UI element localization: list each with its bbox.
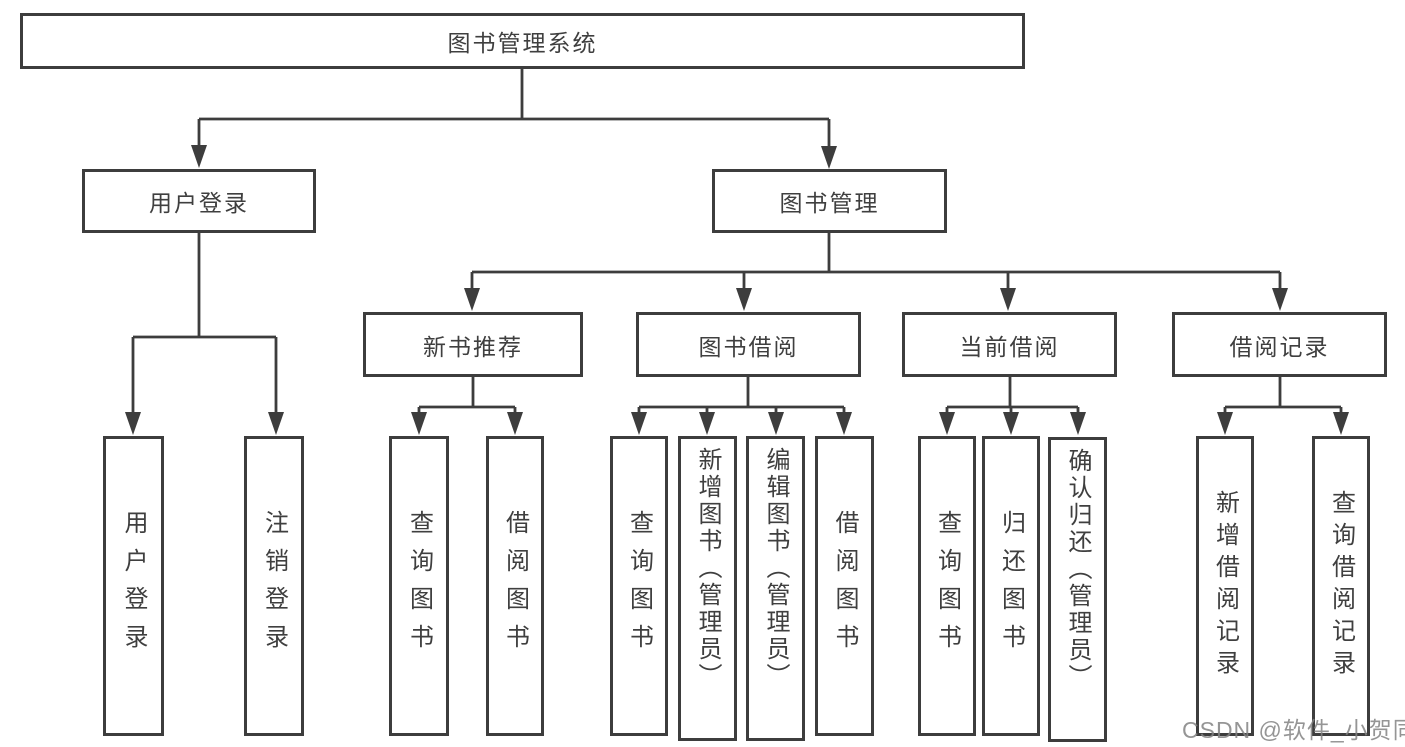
leaf-add-borrow-record: 新增借阅记录: [1196, 436, 1254, 736]
leaf-edit-book-admin-label: 编辑图书（管理员）: [762, 447, 789, 690]
leaf-return-book-label: 归还图书: [997, 510, 1025, 662]
node-current-borrow-label: 当前借阅: [959, 333, 1060, 360]
leaf-edit-book-admin: 编辑图书（管理员）: [746, 436, 805, 741]
node-current-borrow: 当前借阅: [902, 312, 1117, 377]
leaf-query-book-2: 查询图书: [610, 436, 668, 736]
leaf-borrow-book-2: 借阅图书: [815, 436, 874, 736]
arrowheads: [125, 145, 1349, 435]
node-new-book-recommend-label: 新书推荐: [423, 333, 523, 360]
node-user-login-label: 用户登录: [149, 190, 249, 216]
leaf-return-book: 归还图书: [982, 436, 1040, 736]
leaf-borrow-book-2-label: 借阅图书: [831, 510, 858, 662]
leaf-add-book-admin: 新增图书（管理员）: [678, 436, 737, 741]
leaf-user-login-label: 用户登录: [120, 510, 147, 662]
node-user-login: 用户登录: [82, 169, 316, 233]
node-root: 图书管理系统: [20, 13, 1025, 69]
leaf-logout: 注销登录: [244, 436, 304, 736]
node-book-management: 图书管理: [712, 169, 947, 233]
leaf-borrow-book-1: 借阅图书: [486, 436, 544, 736]
leaf-query-borrow-record-label: 查询借阅记录: [1327, 490, 1355, 682]
node-borrow-record-label: 借阅记录: [1229, 333, 1330, 360]
node-book-borrow: 图书借阅: [636, 312, 861, 377]
leaf-query-book-1-label: 查询图书: [405, 510, 433, 662]
leaf-confirm-return-admin: 确认归还（管理员）: [1048, 437, 1107, 742]
leaf-add-book-admin-label: 新增图书（管理员）: [694, 447, 721, 690]
leaf-query-borrow-record: 查询借阅记录: [1312, 436, 1370, 736]
node-root-label: 图书管理系统: [447, 30, 598, 56]
watermark-text: CSDN @软件_小贺同学: [1182, 717, 1405, 743]
leaf-query-book-1: 查询图书: [389, 436, 449, 736]
leaf-borrow-book-1-label: 借阅图书: [501, 510, 529, 662]
node-book-management-label: 图书管理: [779, 190, 880, 216]
leaf-logout-label: 注销登录: [260, 510, 288, 662]
leaf-confirm-return-admin-label: 确认归还（管理员）: [1064, 448, 1091, 691]
leaf-query-book-3: 查询图书: [918, 436, 976, 736]
leaf-add-borrow-record-label: 新增借阅记录: [1211, 490, 1239, 682]
node-book-borrow-label: 图书借阅: [698, 333, 799, 360]
leaf-query-book-3-label: 查询图书: [933, 510, 961, 662]
leaf-query-book-2-label: 查询图书: [625, 510, 653, 662]
leaf-user-login: 用户登录: [103, 436, 164, 736]
node-new-book-recommend: 新书推荐: [363, 312, 583, 377]
node-borrow-record: 借阅记录: [1172, 312, 1387, 377]
